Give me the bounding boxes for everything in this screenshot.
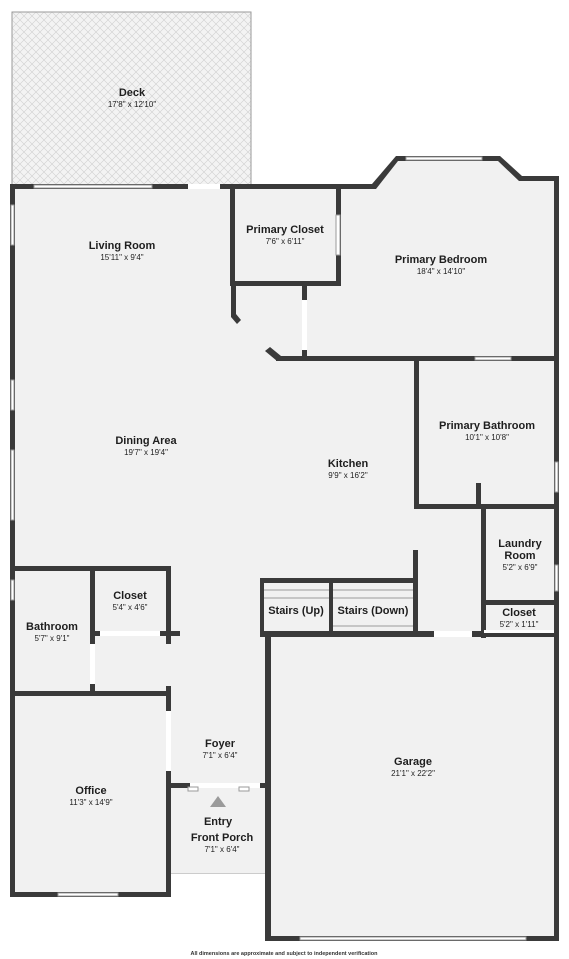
room-name: Primary Bedroom bbox=[395, 254, 488, 266]
room-name: Living Room bbox=[89, 240, 156, 252]
room-foyer: Foyer 7'1" x 6'4" bbox=[203, 738, 238, 760]
room-dims: 9'9" x 16'2" bbox=[328, 471, 368, 480]
room-name: Primary Bathroom bbox=[439, 420, 535, 432]
room-name-line1: Laundry bbox=[498, 538, 542, 550]
deck-area bbox=[11, 11, 252, 187]
room-dining-area: Dining Area 19'7" x 19'4" bbox=[115, 435, 177, 457]
room-name: Bathroom bbox=[26, 621, 78, 633]
room-name: Deck bbox=[119, 87, 146, 99]
room-hall-closet: Closet 5'4" x 4'6" bbox=[113, 590, 148, 612]
room-dims: 5'2" x 1'11" bbox=[500, 620, 539, 629]
disclaimer-footer: All dimensions are approximate and subje… bbox=[190, 951, 378, 957]
room-name: Closet bbox=[502, 607, 536, 619]
room-name: Stairs (Down) bbox=[338, 605, 409, 617]
room-laundry-room: Laundry Room 5'2" x 6'9" bbox=[498, 538, 542, 572]
room-name: Kitchen bbox=[328, 458, 369, 470]
room-laundry-closet: Closet 5'2" x 1'11" bbox=[500, 607, 539, 629]
triangle-up-icon bbox=[210, 796, 226, 807]
room-dims: 18'4" x 14'10" bbox=[417, 267, 465, 276]
room-dims: 10'1" x 10'8" bbox=[465, 433, 509, 442]
room-kitchen: Kitchen 9'9" x 16'2" bbox=[328, 458, 369, 480]
room-name: Dining Area bbox=[115, 435, 177, 447]
interior-floor bbox=[12, 158, 557, 938]
room-dims: 15'11" x 9'4" bbox=[100, 253, 143, 262]
room-name: Office bbox=[75, 785, 106, 797]
room-name-line2: Room bbox=[504, 550, 535, 562]
room-name: Foyer bbox=[205, 738, 236, 750]
room-dims: 7'1" x 6'4" bbox=[205, 845, 240, 854]
room-garage: Garage 21'1" x 22'2" bbox=[391, 756, 435, 778]
room-dims: 7'1" x 6'4" bbox=[203, 751, 238, 760]
room-stairs-down: Stairs (Down) bbox=[338, 605, 409, 617]
room-dims: 5'4" x 4'6" bbox=[113, 603, 148, 612]
room-stairs-up: Stairs (Up) bbox=[268, 605, 324, 617]
stairs-down-treads bbox=[333, 589, 413, 627]
room-living-room: Living Room 15'11" x 9'4" bbox=[89, 240, 156, 262]
room-entry: Entry Front Porch 7'1" x 6'4" bbox=[191, 816, 254, 854]
room-dims: 17'8" x 12'10" bbox=[108, 100, 156, 109]
room-dims: 5'7" x 9'1" bbox=[35, 634, 70, 643]
room-office: Office 11'3" x 14'9" bbox=[69, 785, 112, 807]
room-primary-closet: Primary Closet 7'6" x 6'11" bbox=[246, 224, 324, 246]
room-dims: 5'2" x 6'9" bbox=[503, 563, 538, 572]
room-name: Garage bbox=[394, 756, 432, 768]
room-name: Primary Closet bbox=[246, 224, 324, 236]
windows bbox=[10, 156, 559, 941]
room-primary-bedroom: Primary Bedroom 18'4" x 14'10" bbox=[395, 254, 488, 276]
stairs-up-treads bbox=[264, 589, 329, 599]
room-name: Stairs (Up) bbox=[268, 605, 324, 617]
room-dims: 19'7" x 19'4" bbox=[124, 448, 168, 457]
room-dims: 7'6" x 6'11" bbox=[266, 237, 305, 246]
room-name-line2: Front Porch bbox=[191, 832, 254, 844]
room-primary-bathroom: Primary Bathroom 10'1" x 10'8" bbox=[439, 420, 535, 442]
room-deck: Deck 17'8" x 12'10" bbox=[108, 87, 156, 109]
room-bathroom: Bathroom 5'7" x 9'1" bbox=[26, 621, 78, 643]
room-dims: 21'1" x 22'2" bbox=[391, 769, 435, 778]
door-openings bbox=[90, 184, 554, 788]
room-dims: 11'3" x 14'9" bbox=[69, 798, 112, 807]
room-name-line1: Entry bbox=[204, 816, 233, 828]
room-name: Closet bbox=[113, 590, 147, 602]
